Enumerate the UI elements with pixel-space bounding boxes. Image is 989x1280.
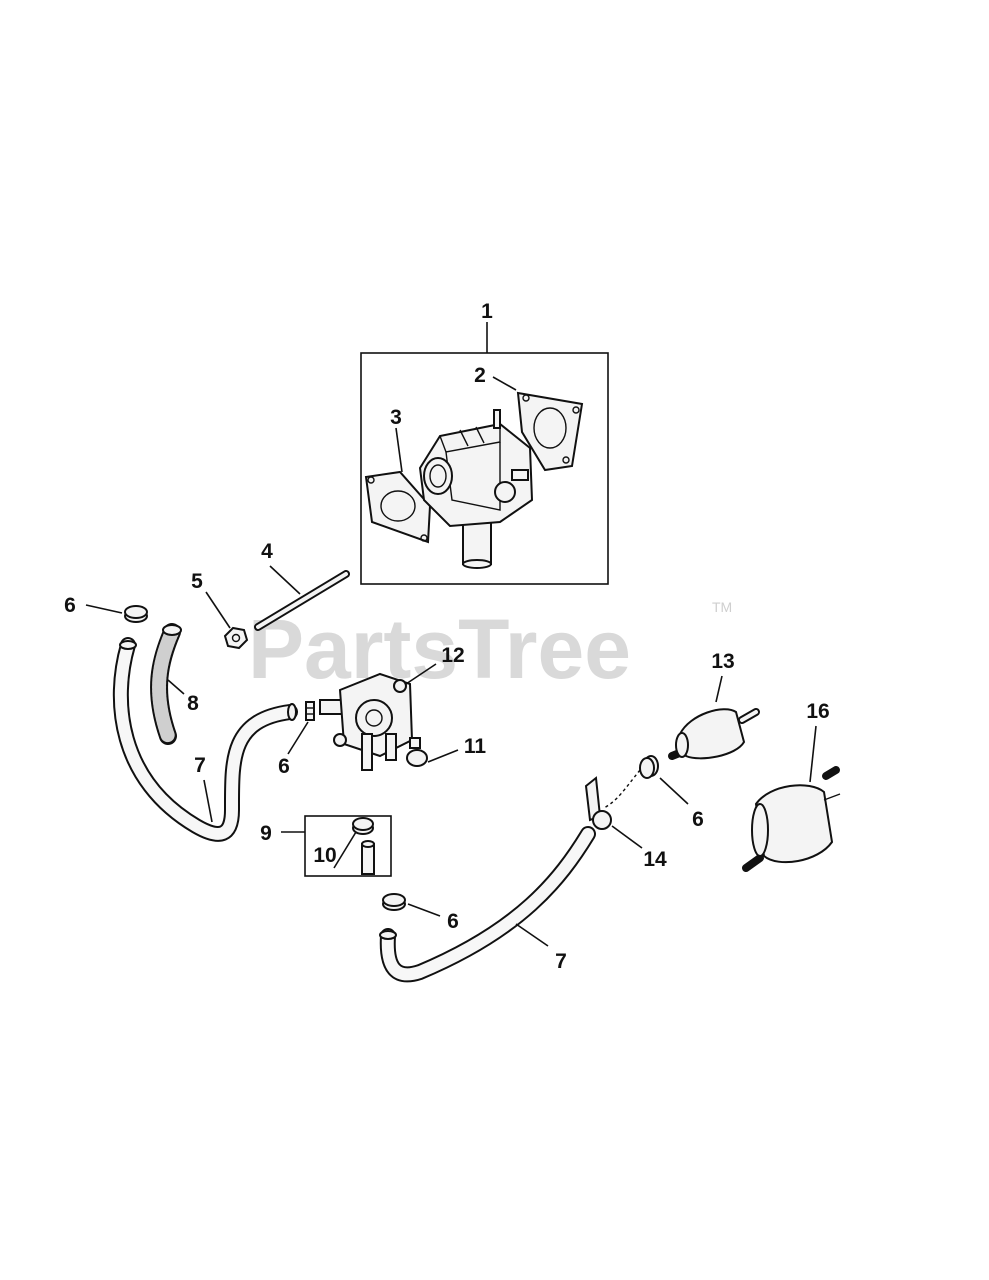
callout-9: 9 — [260, 822, 272, 845]
callout-14: 14 — [643, 848, 667, 871]
gasket-left[interactable] — [364, 470, 432, 544]
gasket-right[interactable] — [516, 391, 584, 472]
leader-8 — [167, 679, 185, 695]
leader-7-bottom — [515, 923, 549, 947]
callout-13: 13 — [711, 650, 734, 673]
callout-4: 4 — [261, 540, 273, 563]
leader-16 — [809, 725, 817, 783]
carburetor-assembly-box — [360, 352, 609, 585]
watermark-trademark: TM — [712, 599, 732, 615]
leader-3 — [395, 427, 403, 473]
callout-12: 12 — [441, 644, 464, 667]
fuel-hose-filter-sleeve[interactable] — [150, 623, 182, 745]
stud[interactable] — [254, 570, 350, 631]
callout-2: 2 — [474, 364, 486, 387]
callout-10: 10 — [313, 844, 336, 867]
callout-11: 11 — [464, 735, 487, 758]
fuel-filter-small[interactable] — [668, 708, 760, 760]
callout-5: 5 — [191, 570, 203, 593]
callout-6-bottom: 6 — [447, 910, 459, 933]
hose-clamp-mid[interactable] — [305, 701, 315, 721]
leader-2 — [492, 376, 517, 391]
routing-line — [603, 769, 641, 809]
leader-6-bottom — [407, 903, 441, 917]
leader-6-right — [659, 777, 689, 805]
fitting[interactable] — [406, 737, 428, 767]
fuel-hose-bottom[interactable] — [379, 826, 596, 983]
hose-clip[interactable] — [584, 776, 612, 830]
callout-8: 8 — [187, 692, 199, 715]
leader-12 — [405, 663, 437, 685]
callout-3: 3 — [390, 406, 402, 429]
callout-1: 1 — [481, 300, 493, 323]
leader-13 — [715, 675, 723, 703]
carburetor[interactable] — [418, 409, 534, 569]
kit-valve[interactable] — [361, 840, 375, 875]
callout-6-mid: 6 — [278, 755, 290, 778]
fuel-pump[interactable] — [319, 672, 414, 771]
leader-14 — [611, 825, 643, 849]
callout-6-top-left: 6 — [64, 594, 76, 617]
leader-6-mid — [287, 721, 309, 755]
leader-5 — [205, 591, 231, 629]
leader-7-left — [203, 779, 213, 823]
nut[interactable] — [223, 626, 249, 650]
repair-kit-box — [304, 815, 392, 877]
watermark-brand: PartsTree — [248, 602, 631, 696]
leader-11 — [427, 749, 459, 763]
leader-6-top-left — [85, 604, 123, 614]
leader-4 — [269, 565, 301, 595]
callout-7-bottom: 7 — [555, 950, 567, 973]
leader-10 — [333, 831, 357, 869]
callout-6-right: 6 — [692, 808, 704, 831]
hose-clamp-top-left[interactable] — [124, 605, 148, 623]
hose-clamp-bottom[interactable] — [382, 893, 406, 911]
hose-clamp-right[interactable] — [639, 755, 659, 779]
fuel-filter-large[interactable] — [742, 766, 841, 872]
callout-7-left: 7 — [194, 754, 206, 777]
kit-clamp[interactable] — [352, 817, 374, 835]
fuel-hose-left[interactable] — [112, 637, 298, 842]
callout-16: 16 — [806, 700, 829, 723]
